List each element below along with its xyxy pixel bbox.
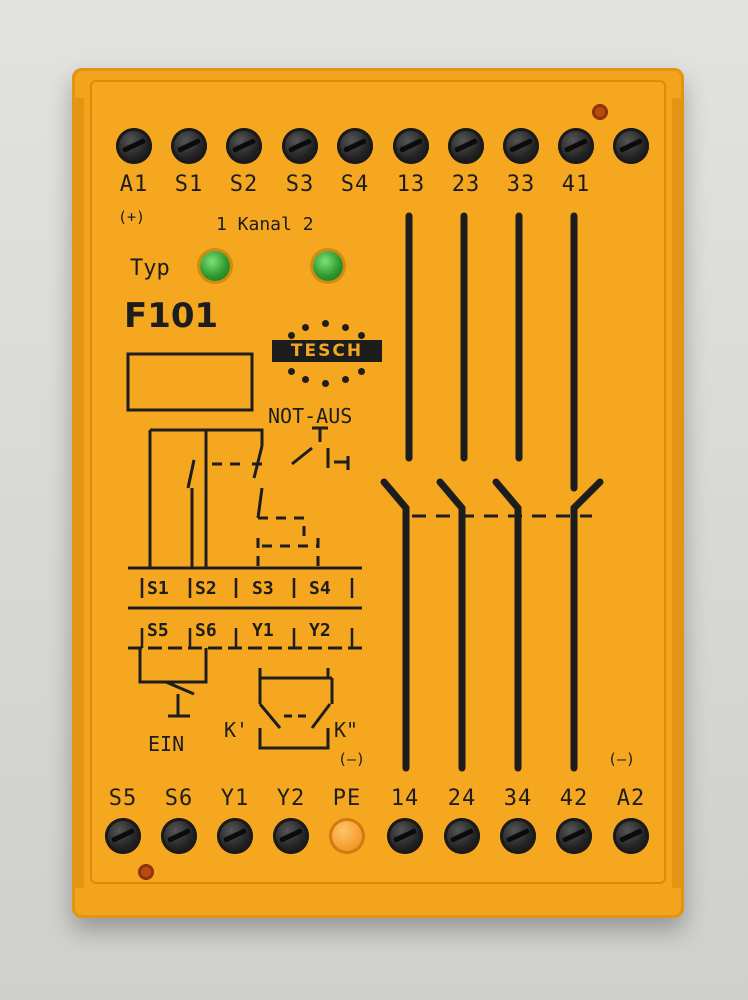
terminal-label-23: 23 (451, 172, 481, 197)
led-channel-1 (200, 251, 230, 281)
mounting-hole-top (592, 104, 608, 120)
relay-label-k2: K" (334, 718, 359, 742)
block-label-s3: S3 (252, 578, 274, 599)
terminal-screw-s6[interactable] (161, 818, 197, 854)
mounting-hole-bottom (138, 864, 154, 880)
terminal-screw-top-extra[interactable] (613, 128, 649, 164)
terminal-label-s6: S6 (164, 786, 194, 811)
brand-logo: TESCH (272, 318, 382, 388)
logo-dot (322, 380, 329, 387)
terminal-screw-s1[interactable] (171, 128, 207, 164)
block-label-s6: S6 (195, 620, 217, 641)
logo-dot (288, 332, 295, 339)
terminal-label-s3: S3 (285, 172, 315, 197)
terminal-label-a2: A2 (616, 786, 646, 811)
terminal-label-24: 24 (447, 786, 477, 811)
terminal-screw-33[interactable] (503, 128, 539, 164)
polarity-minus-mid: (–) (338, 750, 366, 768)
terminal-label-s1: S1 (174, 172, 204, 197)
terminal-label-s5: S5 (108, 786, 138, 811)
terminal-label-41: 41 (561, 172, 591, 197)
block-label-s4: S4 (309, 578, 331, 599)
terminal-label-34: 34 (503, 786, 533, 811)
block-label-s1: S1 (147, 578, 169, 599)
block-label-s2: S2 (195, 578, 217, 599)
terminal-label-42: 42 (559, 786, 589, 811)
type-label: Typ (130, 256, 170, 281)
terminal-label-a1: A1 (119, 172, 149, 197)
terminal-screw-y2[interactable] (273, 818, 309, 854)
emergency-stop-label: NOT-AUS (268, 404, 353, 428)
relay-label-k1: K' (224, 718, 249, 742)
led-channel-2 (313, 251, 343, 281)
terminal-label-33: 33 (506, 172, 536, 197)
polarity-plus-label: (+) (118, 208, 146, 226)
block-label-y1: Y1 (252, 620, 274, 641)
terminal-screw-24[interactable] (444, 818, 480, 854)
logo-dot (358, 332, 365, 339)
terminal-screw-23[interactable] (448, 128, 484, 164)
terminal-screw-41[interactable] (558, 128, 594, 164)
logo-dot (302, 324, 309, 331)
on-button-label: EIN (148, 732, 185, 756)
logo-dot (302, 376, 309, 383)
terminal-screw-pe[interactable] (329, 818, 365, 854)
terminal-label-y1: Y1 (220, 786, 250, 811)
terminal-screw-s4[interactable] (337, 128, 373, 164)
block-label-y2: Y2 (309, 620, 331, 641)
block-label-s5: S5 (147, 620, 169, 641)
logo-dot (342, 324, 349, 331)
housing-rail-right (672, 98, 682, 888)
terminal-screw-s5[interactable] (105, 818, 141, 854)
terminal-screw-42[interactable] (556, 818, 592, 854)
terminal-screw-s2[interactable] (226, 128, 262, 164)
terminal-screw-y1[interactable] (217, 818, 253, 854)
logo-dot (358, 368, 365, 375)
brand-name: TESCH (272, 340, 382, 362)
terminal-screw-13[interactable] (393, 128, 429, 164)
logo-dot (288, 368, 295, 375)
safety-relay-housing: A1 S1 S2 S3 S4 13 23 33 41 (+) 1 Kanal 2… (72, 68, 684, 918)
terminal-label-s4: S4 (340, 172, 370, 197)
polarity-minus-right: (–) (608, 750, 636, 768)
terminal-screw-s3[interactable] (282, 128, 318, 164)
terminal-screw-a2[interactable] (613, 818, 649, 854)
model-number: F101 (124, 296, 219, 336)
logo-dot (322, 320, 329, 327)
terminal-label-pe: PE (332, 786, 362, 811)
terminal-screw-34[interactable] (500, 818, 536, 854)
terminal-screw-14[interactable] (387, 818, 423, 854)
terminal-label-14: 14 (390, 786, 420, 811)
channel-label: 1 Kanal 2 (216, 214, 314, 235)
terminal-screw-a1[interactable] (116, 128, 152, 164)
terminal-label-y2: Y2 (276, 786, 306, 811)
logo-dot (342, 376, 349, 383)
terminal-label-13: 13 (396, 172, 426, 197)
terminal-label-s2: S2 (229, 172, 259, 197)
housing-rail-left (74, 98, 84, 888)
wiring-schematic (126, 212, 604, 772)
front-panel (90, 80, 666, 884)
